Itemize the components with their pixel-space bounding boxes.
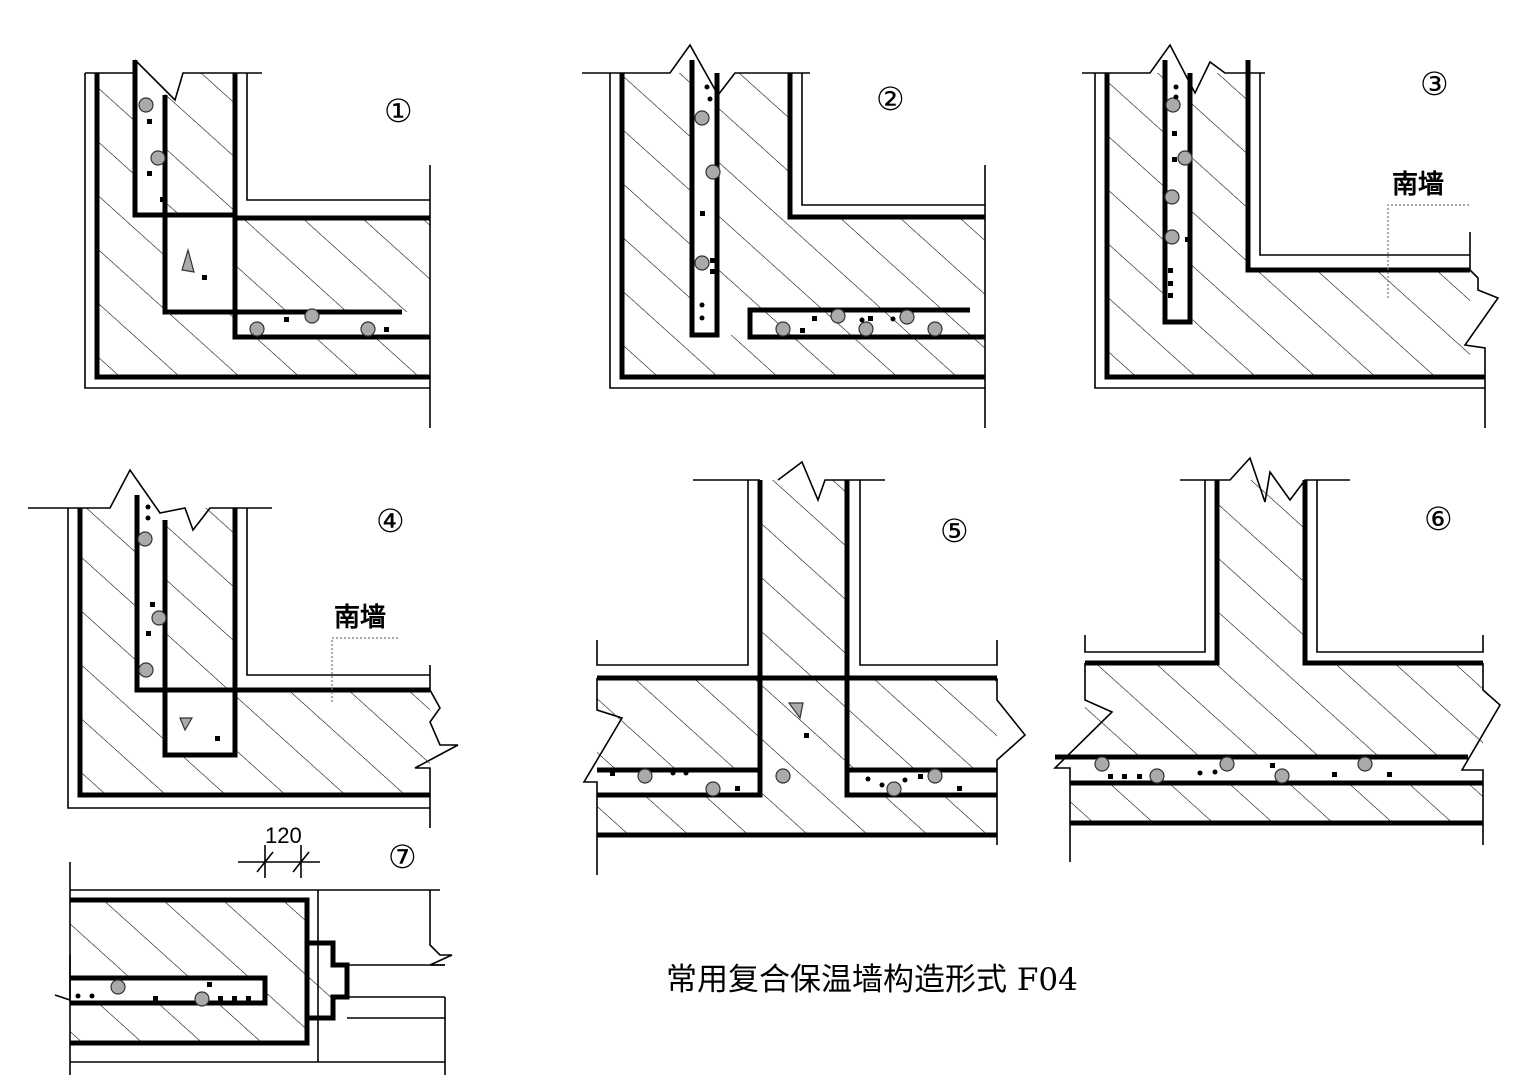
south-wall-label-3: 南墙 bbox=[1392, 170, 1444, 200]
detail-6: ⑥ bbox=[1053, 456, 1502, 862]
detail-3: 南墙 ③ bbox=[1082, 43, 1500, 428]
detail-label-6: ⑥ bbox=[1424, 500, 1453, 538]
dimension-value: 120 bbox=[265, 823, 302, 848]
detail-label-7: ⑦ bbox=[388, 838, 417, 876]
detail-label-1: ① bbox=[384, 92, 413, 130]
detail-4: 南墙 ④ bbox=[28, 468, 459, 828]
south-wall-label-4: 南墙 bbox=[334, 603, 386, 633]
detail-1: ① bbox=[84, 59, 431, 428]
detail-2: ② bbox=[582, 43, 986, 428]
detail-label-4: ④ bbox=[376, 502, 405, 540]
detail-5: ⑤ bbox=[582, 460, 1027, 875]
detail-label-5: ⑤ bbox=[940, 512, 969, 550]
dimension-120: 120 bbox=[238, 823, 320, 878]
detail-7: 120 ⑦ bbox=[54, 823, 453, 1075]
diagram-caption: 常用复合保温墙构造形式 F04 bbox=[666, 962, 1078, 998]
detail-label-2: ② bbox=[876, 80, 905, 118]
detail-label-3: ③ bbox=[1420, 65, 1449, 103]
